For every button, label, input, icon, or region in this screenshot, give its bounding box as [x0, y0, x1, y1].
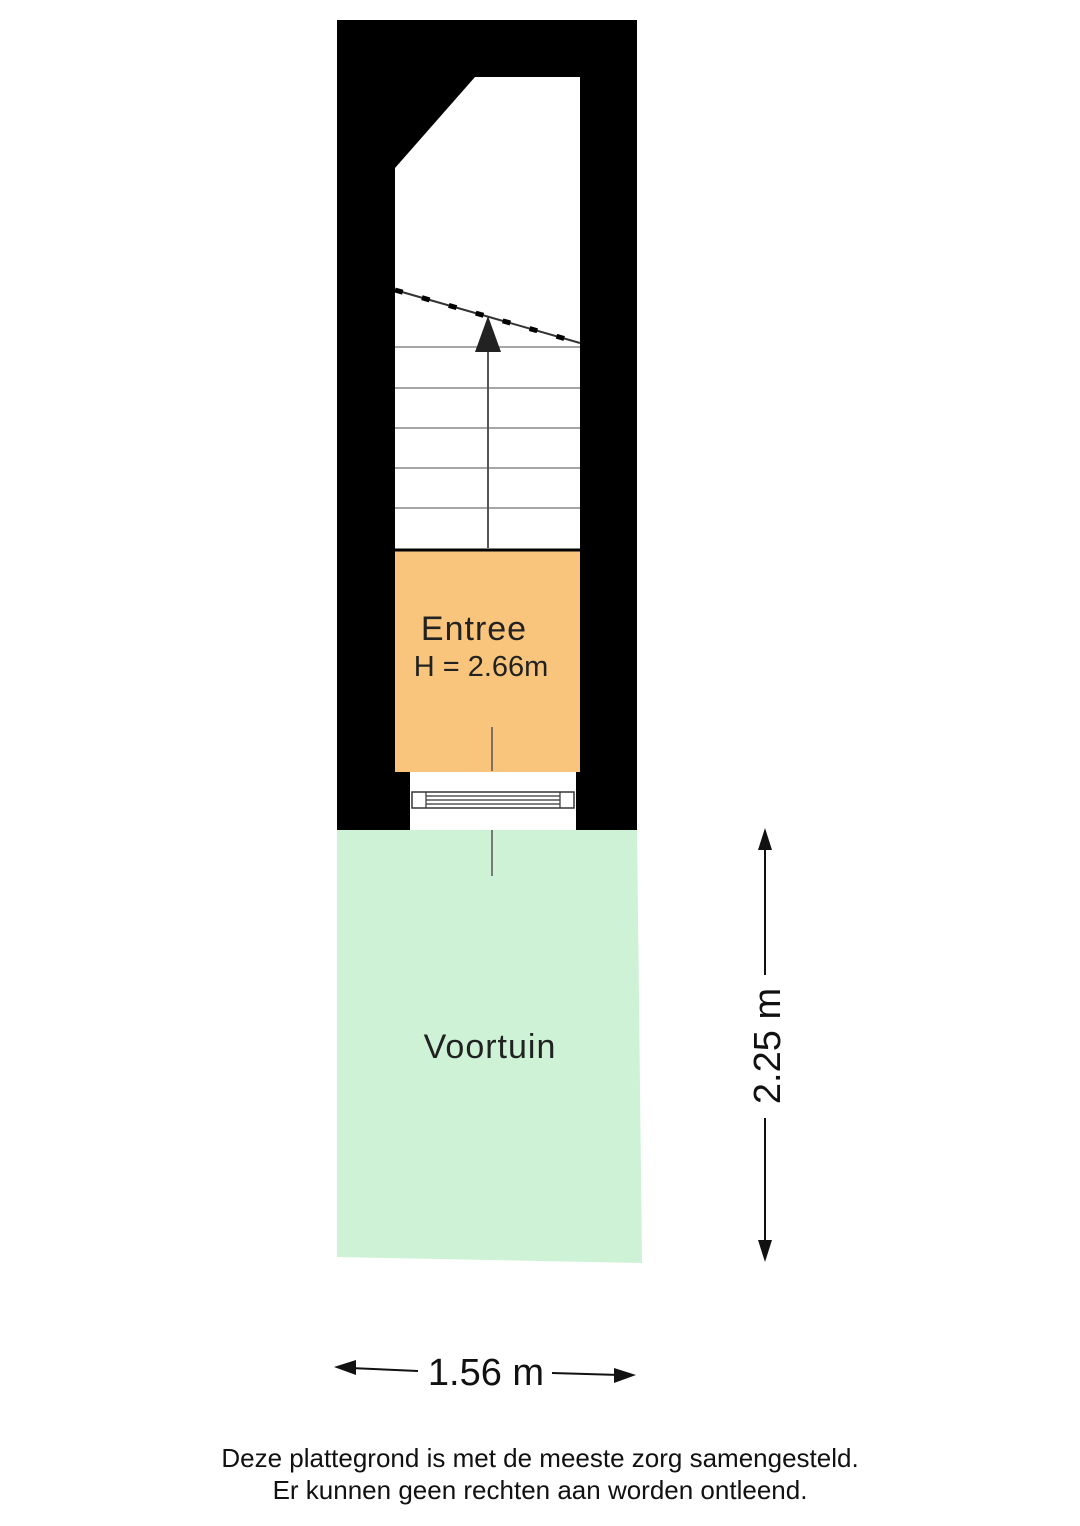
- width-dimension-label: 1.56 m: [428, 1352, 544, 1394]
- voortuin-area: [337, 830, 642, 1263]
- entree-area: [395, 550, 580, 772]
- stairwell-floor: [395, 77, 580, 550]
- depth-dimension-label: 2.25 m: [747, 988, 789, 1104]
- entree-height-label: H = 2.66m: [414, 651, 549, 683]
- stair-cut-line-dashes: [394, 287, 581, 346]
- voortuin-label: Voortuin: [424, 1028, 557, 1066]
- depth-dimension: 2.25 m: [747, 828, 789, 1262]
- stair-direction-arrow-icon: [475, 316, 501, 352]
- disclaimer-line-1: Deze plattegrond is met de meeste zorg s…: [221, 1443, 859, 1473]
- disclaimer-line-2: Er kunnen geen rechten aan worden ontlee…: [272, 1475, 808, 1505]
- width-dimension: 1.56 m: [334, 1352, 636, 1394]
- entree-label: Entree: [421, 610, 527, 648]
